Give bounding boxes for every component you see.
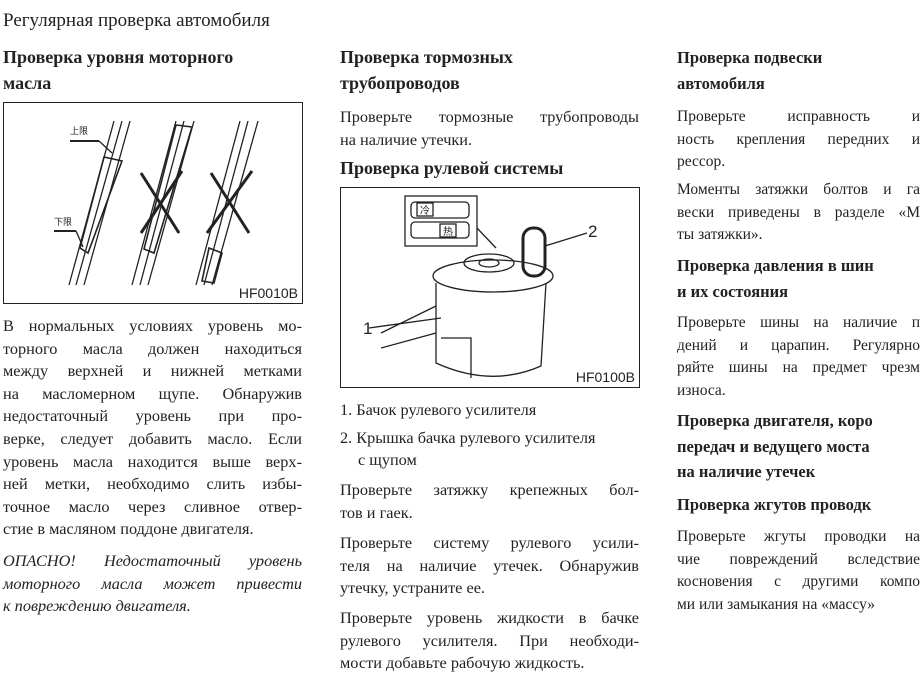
text-line: передач и ведущего моста bbox=[677, 436, 870, 456]
text-line: стие в масляном поддоне двигателя. bbox=[3, 519, 254, 539]
figure-code: HF0010B bbox=[238, 285, 298, 301]
section-heading-suspension: Проверка подвески автомобиля bbox=[677, 45, 920, 96]
text-line: ми или замыкания на «массу» bbox=[677, 595, 875, 613]
warning-text: ОПАСНО! Недостаточный уровень моторного м… bbox=[3, 550, 302, 618]
text-line: вески приведены в разделе «М bbox=[677, 203, 920, 221]
callout-1: 1 bbox=[363, 319, 372, 338]
list-item: 1. Бачок рулевого усилителя bbox=[340, 400, 537, 419]
text-line: Проверьте затяжку крепежных бол- bbox=[340, 480, 639, 499]
figure-code: HF0100B bbox=[575, 369, 635, 385]
text-line: ней метки, необходимо слить избы- bbox=[3, 474, 302, 494]
text-line: масла bbox=[3, 72, 52, 93]
text-line: Проверка двигателя, коро bbox=[677, 411, 873, 430]
text-line: Проверьте исправность и bbox=[677, 108, 920, 125]
lower-mark-label: 下限 bbox=[54, 217, 72, 227]
text-line: моторного масла может привести bbox=[3, 573, 302, 593]
text-line: Проверьте тормозные трубопроводы bbox=[340, 107, 639, 126]
cold-mark: 冷 bbox=[420, 204, 430, 217]
text-line: ность крепления передних и bbox=[677, 130, 920, 148]
callout-2: 2 bbox=[588, 222, 597, 241]
text-line: чие повреждений вследствие bbox=[677, 550, 920, 568]
text-line: на наличие утечек bbox=[677, 462, 816, 481]
text-line: косновения с другими компо bbox=[677, 573, 920, 591]
text-line: точное масло через сливное отвер- bbox=[3, 496, 302, 516]
parts-list: 1. Бачок рулевого усилителя 2. Крышка ба… bbox=[340, 399, 639, 472]
text-line: уровень масла находится выше верх- bbox=[3, 451, 302, 471]
section-heading-tires: Проверка давления в шин и их состояния bbox=[677, 253, 920, 304]
upper-mark-label: 上限 bbox=[70, 126, 88, 136]
text-line: недостаточный уровень при про- bbox=[3, 406, 302, 426]
text-line: к повреждению двигателя. bbox=[3, 596, 191, 616]
dipstick-underfilled bbox=[195, 120, 259, 286]
section-heading-steering: Проверка рулевой системы bbox=[340, 156, 639, 182]
text-line: Проверка тормозных bbox=[340, 47, 513, 67]
hot-mark: 热 bbox=[443, 225, 453, 238]
text-line: Проверьте систему рулевого усили- bbox=[340, 533, 639, 552]
section-heading-oil: Проверка уровня моторного масла bbox=[3, 45, 302, 96]
text-line: Проверка уровня моторного bbox=[3, 47, 234, 67]
text-line: утечку, устраните ее. bbox=[340, 578, 486, 598]
text-line: дений и царапин. Регулярно bbox=[677, 336, 920, 354]
text-line: на наличие утечки. bbox=[340, 129, 473, 149]
section-heading-leaks: Проверка двигателя, коро передач и ведуще… bbox=[677, 408, 920, 485]
paragraph-oil-level: В нормальных условиях уровень мо-торного… bbox=[3, 315, 302, 541]
paragraph-suspension: Проверьте исправность и ность крепления п… bbox=[677, 106, 920, 174]
paragraph-wiring: Проверьте жгуты проводки на чие поврежден… bbox=[677, 526, 920, 616]
text-line: между верхней и нижней метками bbox=[3, 361, 302, 381]
text-line: Моменты затяжки болтов и га bbox=[677, 181, 920, 198]
text-line: Проверка жгутов проводк bbox=[677, 495, 872, 514]
text-line: износа. bbox=[677, 381, 726, 399]
reservoir-illustration: 冷 热 1 2 bbox=[363, 195, 597, 378]
dipstick-illustration: 上限 下限 bbox=[54, 120, 259, 286]
text-line: мости добавьте рабочую жидкость. bbox=[340, 653, 585, 673]
text-line: рулевого усилителя. При необходи- bbox=[340, 630, 639, 650]
text-line: В нормальных условиях уровень мо- bbox=[3, 316, 302, 335]
paragraph-fasteners: Проверьте затяжку крепежных бол-тов и га… bbox=[340, 479, 639, 524]
text-line: верке, следует добавить масло. Если bbox=[3, 428, 302, 448]
dipstick-correct bbox=[54, 120, 131, 286]
text-line: и их состояния bbox=[677, 281, 789, 301]
list-item: с щупом bbox=[358, 450, 417, 470]
dipstick-overfilled bbox=[131, 120, 195, 286]
text-line: Проверка подвески bbox=[677, 48, 823, 67]
text-line: ОПАСНО! Недостаточный уровень bbox=[3, 551, 302, 570]
text-line: ты затяжки». bbox=[677, 226, 763, 244]
figure-oil-dipstick: 上限 下限 HF0010B bbox=[3, 102, 303, 304]
text-line: Проверка давления в шин bbox=[677, 256, 874, 275]
text-line: Проверьте жгуты проводки на bbox=[677, 528, 920, 545]
section-heading-wiring: Проверка жгутов проводк bbox=[677, 492, 920, 518]
text-line: ряйте шины на предмет чрезм bbox=[677, 359, 920, 377]
text-line: теля на наличие утечек. Обнаружив bbox=[340, 555, 639, 575]
text-line: торного масла должен находиться bbox=[3, 338, 302, 358]
text-line: рессор. bbox=[677, 153, 726, 171]
paragraph-torque: Моменты затяжки болтов и га вески приведе… bbox=[677, 179, 920, 247]
page-title: Регулярная проверка автомобиля bbox=[3, 10, 270, 31]
text-line: трубопроводов bbox=[340, 72, 460, 93]
paragraph-tires: Проверьте шины на наличие п дений и царап… bbox=[677, 312, 920, 402]
text-line: автомобиля bbox=[677, 73, 765, 93]
section-heading-brake-lines: Проверка тормозных трубопроводов bbox=[340, 45, 639, 96]
text-line: тов и гаек. bbox=[340, 502, 413, 522]
paragraph-steering-leaks: Проверьте систему рулевого усили-теля на… bbox=[340, 532, 639, 600]
figure-steering-reservoir: 冷 热 1 2 HF0100B bbox=[340, 187, 640, 388]
text-line: на масломерном щупе. Обнаружив bbox=[3, 383, 302, 403]
text-line: Проверьте уровень жидкости в бачке bbox=[340, 608, 639, 627]
text-line: Проверка рулевой системы bbox=[340, 158, 564, 178]
text-line: Проверьте шины на наличие п bbox=[677, 314, 920, 331]
paragraph-fluid-level: Проверьте уровень жидкости в бачке рулево… bbox=[340, 607, 639, 675]
paragraph-brake-lines: Проверьте тормозные трубопроводы на налич… bbox=[340, 106, 639, 151]
list-item: 2. Крышка бачка рулевого усилителя bbox=[340, 427, 596, 447]
